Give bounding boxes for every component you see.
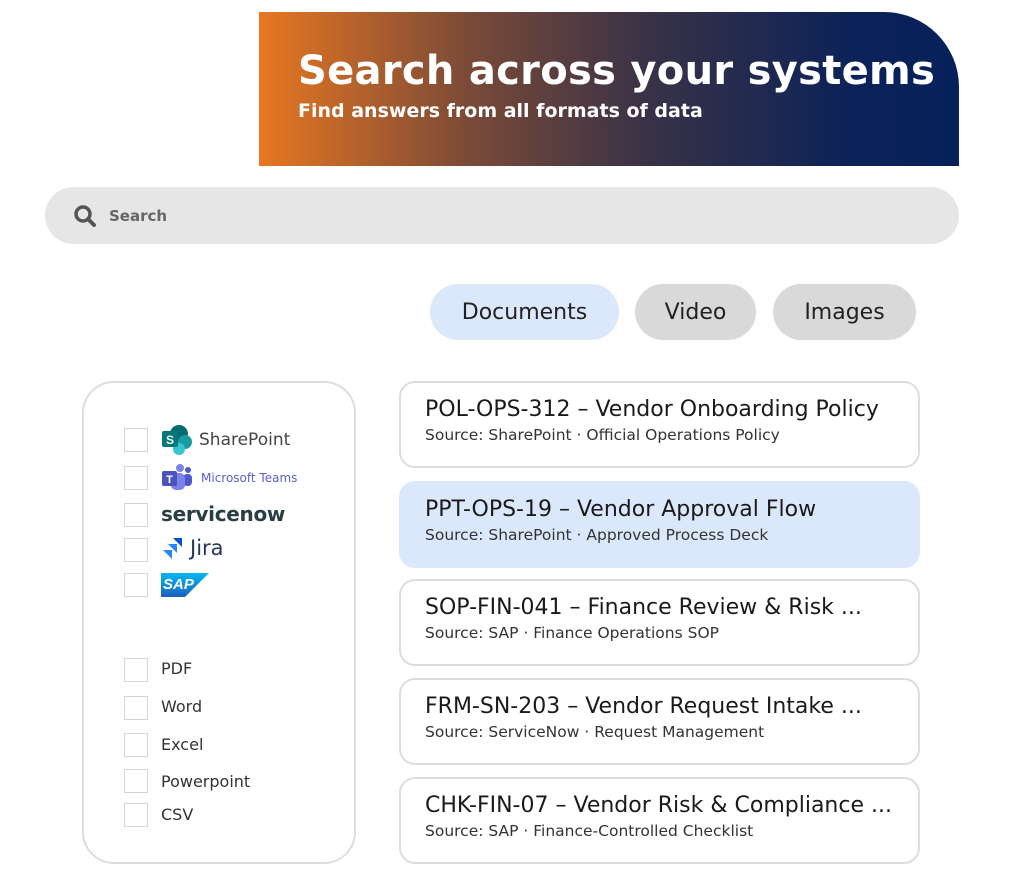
result-card-selected[interactable]: PPT-OPS-19 – Vendor Approval Flow Source… [399,481,920,568]
result-source: Source: ServiceNow · Request Management [425,723,765,741]
result-source: Source: SharePoint · Official Operations… [425,426,780,444]
banner-title: Search across your systems [298,48,936,94]
checkbox-excel[interactable] [124,733,148,757]
format-label-excel: Excel [161,735,204,754]
svg-text:S: S [166,433,174,447]
jira-logo: Jira [161,536,224,560]
search-bar[interactable] [45,187,959,244]
format-label-word: Word [161,697,203,716]
tab-documents[interactable]: Documents [430,284,619,340]
format-label-csv: CSV [161,805,194,824]
result-title: POL-OPS-312 – Vendor Onboarding Policy [425,397,879,422]
checkbox-word[interactable] [124,696,148,720]
result-title: PPT-OPS-19 – Vendor Approval Flow [425,497,817,522]
result-source: Source: SharePoint · Approved Process De… [425,526,769,544]
banner-subtitle: Find answers from all formats of data [298,100,703,122]
teams-logo: T Microsoft Teams [161,463,297,493]
teams-label: Microsoft Teams [201,471,298,485]
servicenow-logo: servicenow [161,502,286,526]
teams-icon: T [162,464,192,490]
checkbox-powerpoint[interactable] [124,769,148,793]
checkbox-pdf[interactable] [124,658,148,682]
checkbox-sap[interactable] [124,573,148,597]
result-card[interactable]: CHK-FIN-07 – Vendor Risk & Compliance ..… [399,777,920,864]
result-source: Source: SAP · Finance Operations SOP [425,624,719,642]
tab-video[interactable]: Video [635,284,756,340]
result-title: SOP-FIN-041 – Finance Review & Risk ... [425,595,862,620]
sharepoint-label: SharePoint [199,430,291,450]
sharepoint-logo: S SharePoint [161,424,290,456]
jira-label: Jira [190,536,224,560]
result-title: CHK-FIN-07 – Vendor Risk & Compliance ..… [425,793,892,818]
search-input[interactable] [109,206,809,225]
search-icon [74,204,96,227]
result-title: FRM-SN-203 – Vendor Request Intake ... [425,694,862,719]
svg-text:T: T [166,474,173,486]
filter-panel [82,381,356,864]
format-label-pdf: PDF [161,659,193,678]
checkbox-sharepoint[interactable] [124,428,148,452]
checkbox-servicenow[interactable] [124,503,148,527]
jira-icon [163,538,182,559]
format-label-powerpoint: Powerpoint [161,772,251,791]
checkbox-jira[interactable] [124,538,148,562]
checkbox-csv[interactable] [124,803,148,827]
tab-images[interactable]: Images [773,284,916,340]
result-card[interactable]: SOP-FIN-041 – Finance Review & Risk ... … [399,579,920,666]
checkbox-teams[interactable] [124,466,148,490]
result-source: Source: SAP · Finance-Controlled Checkli… [425,822,754,840]
sharepoint-icon: S [162,425,192,455]
result-card[interactable]: POL-OPS-312 – Vendor Onboarding Policy S… [399,381,920,468]
hero-banner: Search across your systems Find answers … [259,12,959,166]
result-card[interactable]: FRM-SN-203 – Vendor Request Intake ... S… [399,678,920,765]
